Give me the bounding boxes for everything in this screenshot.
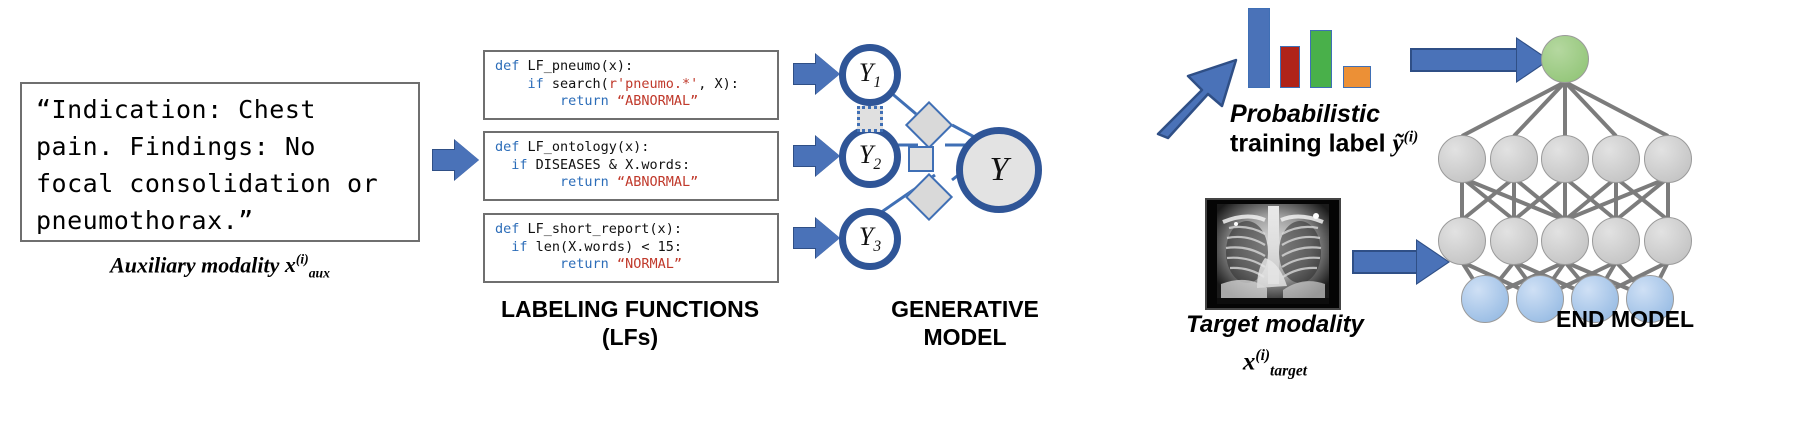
- lf1-if-keyword: if: [527, 75, 544, 92]
- end-model-hidden1-node-5: [1644, 135, 1692, 183]
- bar-1: [1248, 8, 1270, 88]
- lf2-condition: DISEASES & X.words:: [527, 156, 691, 173]
- labeling-functions-section-label: LABELING FUNCTIONS (LFs): [420, 295, 840, 351]
- end-model-hidden2-node-4: [1592, 217, 1640, 265]
- y2-label: Y2: [858, 139, 882, 174]
- gm-label-line1: GENERATIVE: [891, 296, 1039, 322]
- lf1-regex-literal: r'pneumo.*': [608, 75, 699, 92]
- end-model-section-label: END MODEL: [1510, 305, 1740, 333]
- end-model-hidden2-node-1: [1438, 217, 1486, 265]
- target-var-sup: (i): [1255, 347, 1271, 364]
- lf1-condition-tail: , X):: [698, 75, 739, 92]
- labeling-function-card-2: def LF_ontology(x): if DISEASES & X.word…: [483, 131, 779, 201]
- arrow-lf1-to-y1: [793, 53, 840, 95]
- end-model-hidden1-node-4: [1592, 135, 1640, 183]
- end-model-hidden2-node-3: [1541, 217, 1589, 265]
- lf1-return-value: “ABNORMAL”: [616, 93, 699, 109]
- y3-label: Y3: [858, 221, 882, 256]
- auxiliary-caption-variable: x(i)aux: [284, 252, 330, 281]
- aux-var-base: x: [284, 252, 296, 278]
- gm-label-line2: MODEL: [923, 324, 1007, 350]
- target-modality-xray-image: [1205, 198, 1341, 310]
- lf2-return-keyword: return: [560, 174, 609, 190]
- target-caption-prefix: Target modality: [1186, 311, 1364, 338]
- lf2-return-value: “ABNORMAL”: [616, 174, 699, 190]
- auxiliary-report-text: “Indication: Chest pain. Findings: No fo…: [36, 95, 379, 235]
- end-model-hidden1-node-1: [1438, 135, 1486, 183]
- end-model-output-node: [1541, 35, 1589, 83]
- factor-square-middle: [908, 146, 934, 172]
- bar-2: [1280, 46, 1300, 88]
- y-output-label: Y: [989, 151, 1009, 188]
- lf3-return-keyword: return: [560, 256, 609, 272]
- lf2-if-keyword: if: [511, 156, 528, 173]
- xray-illustration: [1207, 200, 1339, 308]
- target-var-sub: target: [1270, 362, 1308, 380]
- lf3-signature: LF_short_report(x):: [519, 221, 682, 237]
- arrow-y-to-barchart: [1156, 58, 1238, 140]
- generative-model-section-label: GENERATIVE MODEL: [850, 295, 1080, 351]
- lf1-signature: LF_pneumo(x):: [519, 58, 634, 74]
- lf2-def-keyword: def: [495, 139, 520, 155]
- factor-square-dotted: [857, 106, 883, 132]
- aux-var-sub: aux: [308, 265, 330, 281]
- probabilistic-training-label-caption: Probabilistic training label ỹ(i): [1230, 100, 1490, 158]
- lf-label-line1: LABELING FUNCTIONS: [500, 296, 760, 322]
- end-model-hidden1-node-2: [1490, 135, 1538, 183]
- generative-node-y1: Y1: [839, 44, 901, 106]
- end-model-input-node-4: [1626, 275, 1674, 323]
- target-modality-caption: Target modality x(i)target: [1150, 310, 1400, 385]
- target-caption-variable: x(i)target: [1150, 341, 1400, 385]
- prob-label-line1: Probabilistic: [1230, 100, 1381, 128]
- lf1-condition: search(: [543, 75, 609, 92]
- auxiliary-report-textbox: “Indication: Chest pain. Findings: No fo…: [20, 82, 420, 242]
- auxiliary-caption-prefix: Auxiliary modality: [110, 252, 280, 278]
- end-model-input-node-1: [1461, 275, 1509, 323]
- bar-3: [1310, 30, 1332, 88]
- lf2-signature: LF_ontology(x):: [519, 139, 650, 155]
- generative-node-y2: Y2: [839, 126, 901, 188]
- end-model-hidden2-node-5: [1644, 217, 1692, 265]
- end-model-hidden2-node-2: [1490, 217, 1538, 265]
- prob-label-variable: ỹ(i): [1392, 129, 1419, 158]
- arrow-lf3-to-y3: [793, 217, 840, 259]
- aux-var-sup: (i): [295, 252, 309, 267]
- lf3-if-keyword: if: [511, 238, 528, 255]
- target-var-base: x: [1242, 348, 1256, 376]
- end-model-hidden1-node-3: [1541, 135, 1589, 183]
- lf1-return-keyword: return: [560, 93, 609, 109]
- bar-4: [1343, 66, 1371, 88]
- labeling-function-card-1: def LF_pneumo(x): if search(r'pneumo.*',…: [483, 50, 779, 120]
- end-model-input-node-3: [1571, 275, 1619, 323]
- prob-label-line2: training label ỹ(i): [1230, 129, 1490, 158]
- auxiliary-modality-caption: Auxiliary modality x(i)aux: [20, 252, 420, 282]
- lf3-condition: len(X.words) < 15:: [527, 238, 682, 255]
- generative-node-y3: Y3: [839, 208, 901, 270]
- lf3-return-value: “NORMAL”: [616, 256, 682, 272]
- end-model-input-node-2: [1516, 275, 1564, 323]
- prob-label-line2-text: training label: [1230, 129, 1386, 158]
- probabilistic-label-barchart: [1248, 8, 1398, 88]
- end-model-network: [1430, 10, 1790, 323]
- arrow-lf2-to-y2: [793, 135, 840, 177]
- labeling-function-card-3: def LF_short_report(x): if len(X.words) …: [483, 213, 779, 283]
- generative-node-y-output: Y: [956, 127, 1042, 213]
- end-model-label-text: END MODEL: [1556, 306, 1694, 332]
- lf3-def-keyword: def: [495, 221, 520, 237]
- lf1-def-keyword: def: [495, 58, 520, 74]
- y1-label: Y1: [858, 57, 882, 92]
- arrow-report-to-lfs: [432, 139, 479, 181]
- lf-label-line2: (LFs): [601, 324, 659, 350]
